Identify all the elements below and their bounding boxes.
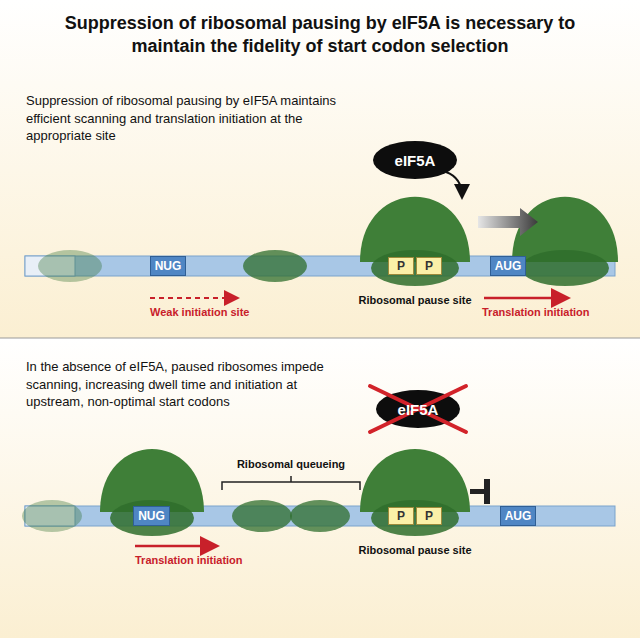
initiation-arrow <box>135 545 215 548</box>
panel-ground <box>0 0 640 338</box>
codon-box: AUG <box>500 506 536 526</box>
small-subunit <box>232 500 292 532</box>
small-subunit <box>110 500 194 536</box>
title: Suppression of ribosomal pausing by eIF5… <box>40 12 600 57</box>
binding-arrow <box>446 172 462 196</box>
node-text: P <box>397 509 405 523</box>
site-label: Translation initiation <box>482 306 622 318</box>
divider <box>0 338 640 339</box>
p-site-box: P <box>388 507 414 525</box>
bracket <box>222 476 360 490</box>
node-text: NUG <box>155 259 182 273</box>
small-subunit <box>371 500 459 536</box>
panel-text: Suppression of ribosomal pausing by eIF5… <box>26 92 366 145</box>
node-text: P <box>425 259 433 273</box>
site-label: Ribosomal pause site <box>345 294 485 306</box>
panel-ground <box>0 338 640 638</box>
codon-box: AUG <box>490 256 526 276</box>
movement-arrow <box>478 208 538 236</box>
p-site-box: P <box>416 507 442 525</box>
small-subunit <box>371 250 459 286</box>
node-text: NUG <box>138 509 165 523</box>
node-text: eIF5A <box>398 401 439 418</box>
codon-box: NUG <box>150 256 186 276</box>
panel-text: In the absence of eIF5A, paused ribosome… <box>26 358 356 411</box>
small-subunit <box>22 500 82 532</box>
codon-box: NUG <box>133 506 170 526</box>
weak-arrow <box>150 297 236 299</box>
node-text: AUG <box>505 509 532 523</box>
small-subunit <box>521 250 609 286</box>
cross-line <box>370 386 466 432</box>
node-text: P <box>425 509 433 523</box>
small-subunit <box>243 250 307 282</box>
factor-oval: eIF5A <box>376 390 460 428</box>
small-subunit <box>290 500 350 532</box>
node-text: P <box>397 259 405 273</box>
p-site-box: P <box>416 257 442 275</box>
node-text: AUG <box>495 259 522 273</box>
node-text: eIF5A <box>395 152 436 169</box>
site-label: Translation initiation <box>135 554 275 566</box>
p-site-box: P <box>388 257 414 275</box>
site-label: Weak initiation site <box>150 306 290 318</box>
block-symbol <box>470 489 486 494</box>
block-symbol <box>484 479 490 504</box>
factor-oval: eIF5A <box>373 141 457 179</box>
site-label: Ribosomal pause site <box>345 544 485 556</box>
initiation-arrow <box>484 297 566 300</box>
cross-line <box>370 386 466 432</box>
queue-label: Ribosomal queueing <box>211 458 371 470</box>
small-subunit <box>38 250 102 282</box>
